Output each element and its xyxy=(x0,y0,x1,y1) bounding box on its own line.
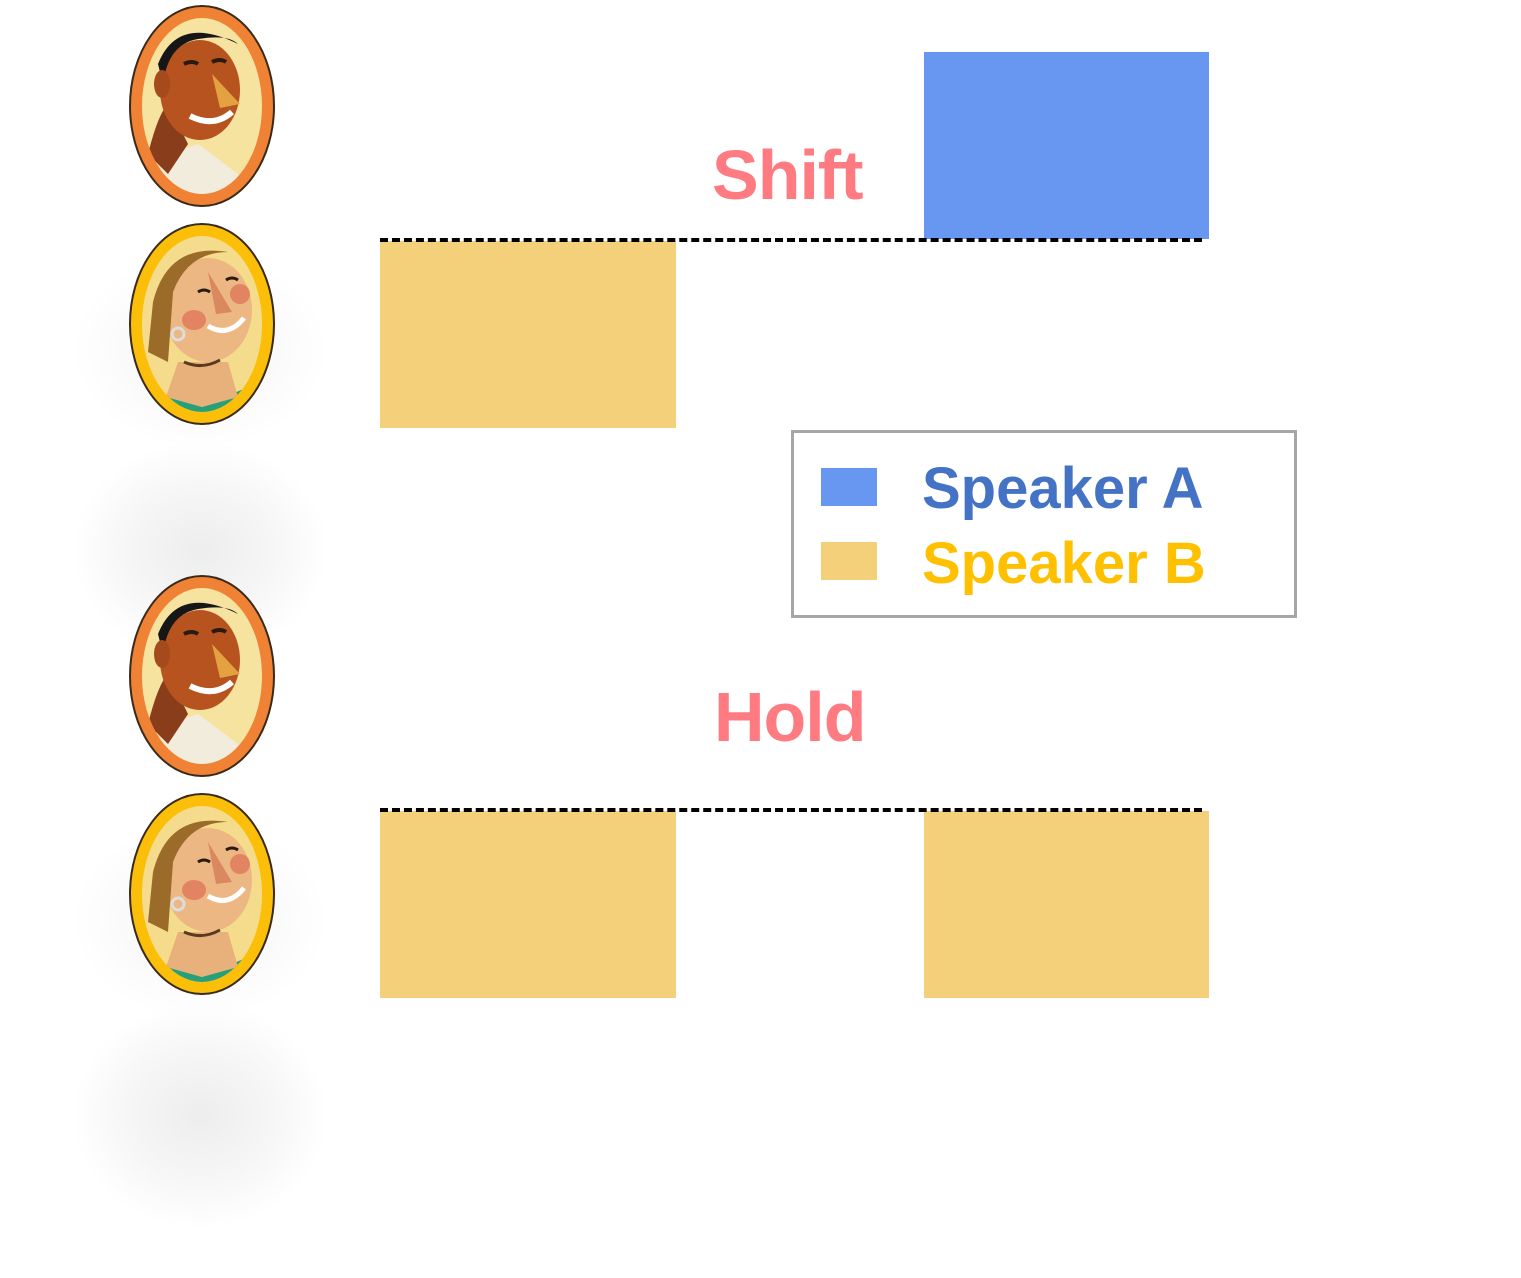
speaker-b-segment xyxy=(380,811,676,998)
woman-avatar-icon xyxy=(128,792,276,996)
hold-label: Hold xyxy=(714,678,867,756)
speaker-b-segment xyxy=(380,241,676,428)
man-avatar-icon xyxy=(128,574,276,778)
legend-swatch-speaker-a xyxy=(821,468,877,506)
legend-label-speaker-b: Speaker B xyxy=(922,531,1206,596)
legend-label-speaker-a: Speaker A xyxy=(922,456,1204,521)
baseline-dashed-line xyxy=(380,238,1202,242)
man-avatar-icon xyxy=(128,4,276,208)
legend: Speaker A Speaker B xyxy=(791,430,1297,618)
avatar-shadow xyxy=(70,1000,330,1230)
speaker-b-segment xyxy=(924,811,1209,998)
shift-label: Shift xyxy=(712,136,864,214)
speaker-a-segment xyxy=(924,52,1209,239)
woman-avatar-icon xyxy=(128,222,276,426)
baseline-dashed-line xyxy=(380,808,1202,812)
legend-swatch-speaker-b xyxy=(821,542,877,580)
